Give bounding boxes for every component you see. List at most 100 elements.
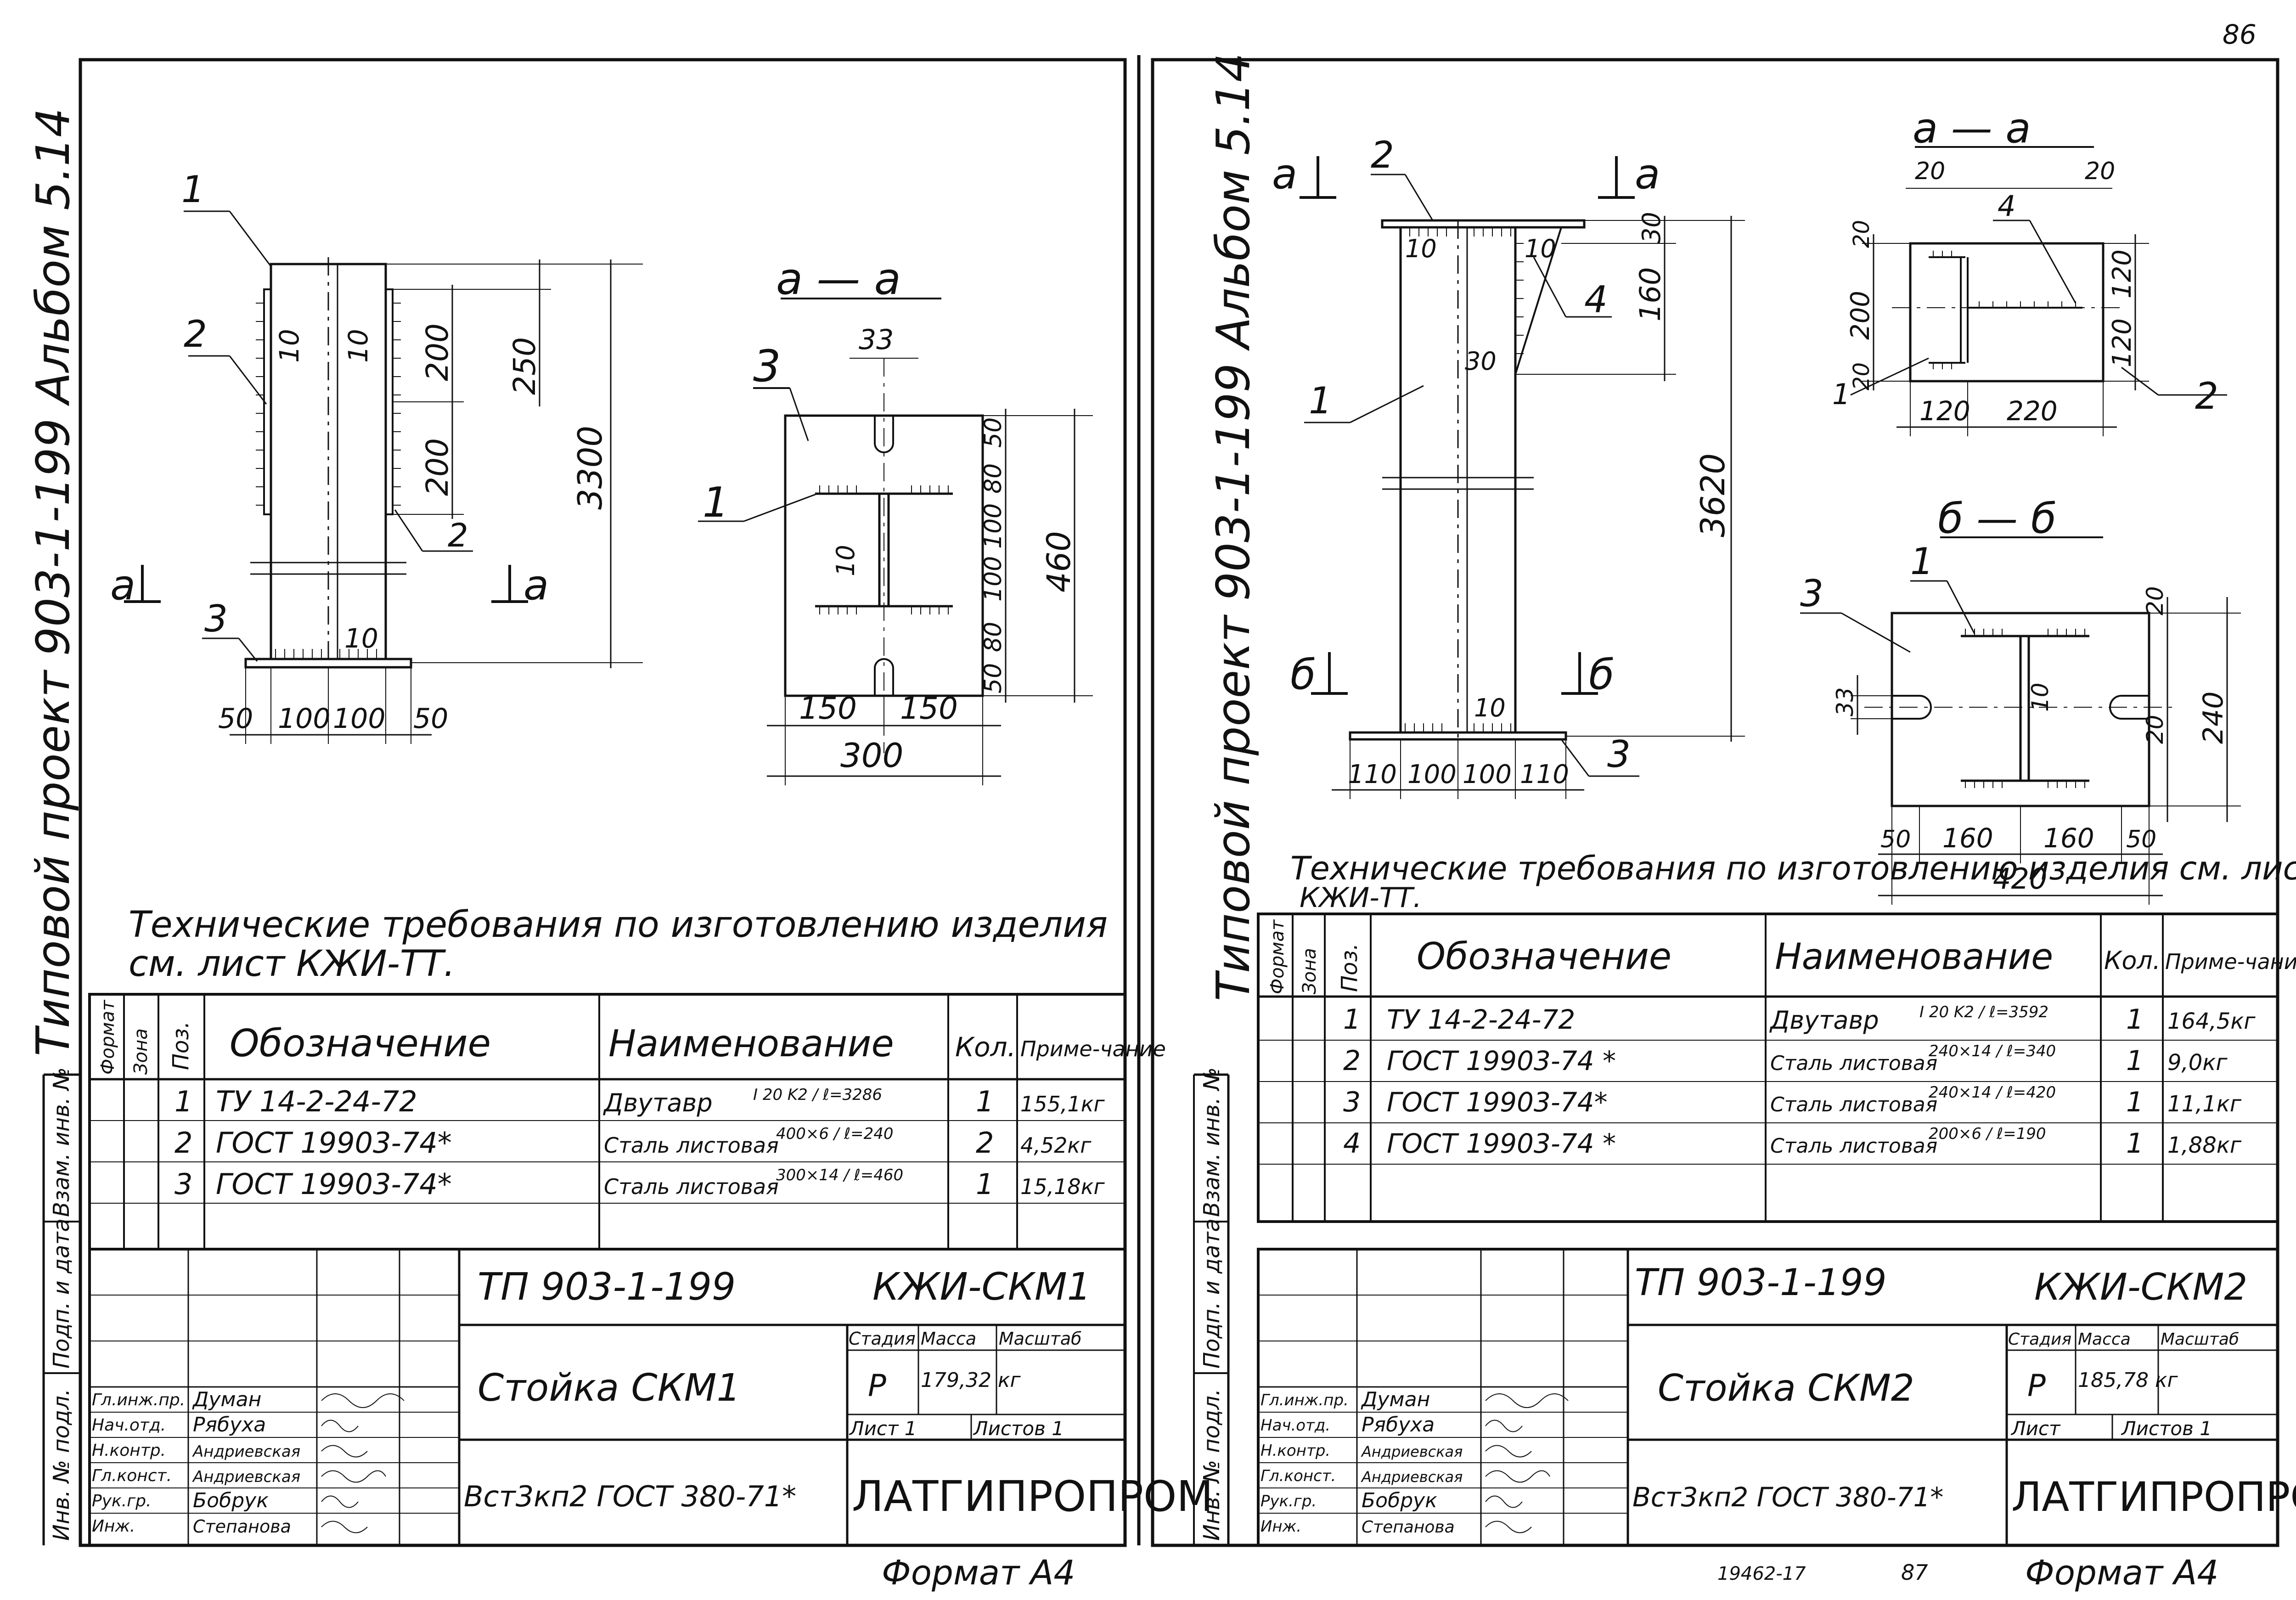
left-name-1: Думан	[192, 1388, 261, 1411]
right-dim-bb420: 420	[1993, 862, 2047, 896]
right-th-qty: Кол.	[2104, 946, 2161, 975]
right-row1-designation: ТУ 14-2-24-72	[1387, 1004, 1575, 1035]
right-dim-ar120a: 120	[2107, 249, 2137, 299]
right-row3-note: 11,1кг	[2167, 1091, 2242, 1117]
left-th-name: Наименование	[608, 1022, 894, 1065]
left-th-format: Формат	[97, 999, 118, 1075]
bottom-note: 19462-17	[1717, 1563, 1806, 1584]
left-dim-s80b: 80	[979, 622, 1007, 652]
right-th-zone: Зона	[1299, 948, 1320, 994]
right-section-a-title: а — а	[1913, 104, 2031, 152]
left-frame	[79, 58, 1127, 1547]
right-title-block: Гл.инж.пр. Нач.отд. Н.контр. Гл.конст. Р…	[1257, 1248, 2296, 1547]
left-stage: Р	[868, 1368, 886, 1403]
left-stamp-replace: Взам. инв. №	[49, 1067, 74, 1217]
right-material: Вст3кп2 ГОСТ 380-71*	[1632, 1482, 1943, 1513]
left-section-aa: а — а 10 3 1 33 50 80	[698, 254, 1093, 785]
right-section-b-callout-1: 1	[1910, 540, 1934, 583]
left-material: Вст3кп2 ГОСТ 380-71*	[464, 1480, 796, 1513]
right-dim-br20a: 20	[2142, 586, 2168, 615]
right-mass: 185,78 кг	[2078, 1369, 2178, 1392]
left-th-designation: Обозначение	[230, 1022, 491, 1065]
right-name-6: Степанова	[1362, 1518, 1455, 1537]
right-role-6: Инж.	[1261, 1517, 1301, 1536]
left-row1-note: 155,1кг	[1020, 1092, 1105, 1116]
right-dim-br240: 240	[2197, 691, 2229, 744]
right-name-3: Андриевская	[1361, 1443, 1463, 1460]
right-section-bb: б — б 10 1 3 33 20 240	[1800, 495, 2241, 905]
right-name-4: Андриевская	[1361, 1468, 1463, 1486]
right-row1-name-note: I 20 K2 / ℓ=3592	[1919, 1003, 2048, 1021]
left-row3-designation: ГОСТ 19903-74*	[216, 1167, 452, 1201]
right-row4-note: 1,88кг	[2167, 1132, 2242, 1158]
right-section-a-callout-4: 4	[1998, 189, 2015, 223]
left-row2-note: 4,52кг	[1020, 1133, 1092, 1158]
right-tech-req-1: Технические требования по изготовлению и…	[1290, 850, 2296, 887]
left-row3-note: 15,18кг	[1020, 1174, 1105, 1199]
left-section-weld: 10	[831, 545, 860, 576]
right-row2-name-note: 240×14 / ℓ=340	[1929, 1042, 2056, 1060]
left-dim-s80a: 80	[979, 463, 1007, 494]
left-row3-name: Сталь листовая	[604, 1174, 779, 1199]
right-weld-4: 10	[1474, 693, 1506, 722]
right-dim-ar120b: 120	[2107, 318, 2137, 367]
left-role-3: Н.контр.	[92, 1441, 166, 1460]
left-row1-name: Двутавр	[603, 1088, 713, 1117]
left-tech-req-1: Технические требования по изготовлению и…	[129, 904, 1108, 946]
right-row2-qty: 1	[2126, 1045, 2144, 1077]
right-th-name: Наименование	[1775, 936, 2053, 978]
right-stamp-replace: Взам. инв. №	[1199, 1067, 1225, 1217]
right-sheet: Типовой проект 903-1-199 Альбом 5.14 Инв…	[1151, 53, 2296, 1593]
left-section-callout-3: 3	[753, 341, 781, 392]
left-dim-base-50b: 50	[413, 703, 448, 735]
right-role-3: Н.контр.	[1261, 1442, 1330, 1460]
right-dim-base-100b: 100	[1463, 760, 1512, 789]
left-row1-name-note: I 20 K2 / ℓ=3286	[753, 1086, 882, 1104]
left-stage-head: Стадия	[849, 1329, 916, 1349]
right-sheets: Листов 1	[2121, 1417, 2212, 1440]
bottom-page: 87	[1901, 1560, 1928, 1585]
right-row3-name: Сталь листовая	[1770, 1093, 1937, 1116]
left-dim-150a: 150	[799, 691, 857, 726]
right-row4-name-note: 200×6 / ℓ=190	[1929, 1125, 2046, 1143]
right-cut-b1: б	[1290, 651, 1316, 699]
right-dim-al200: 200	[1846, 291, 1875, 340]
right-row1-pos: 1	[1343, 1003, 1361, 1036]
right-org: ЛАТГИПРОПРОМ	[2011, 1473, 2296, 1521]
left-weld-3: 10	[344, 623, 378, 654]
right-dim-br20b: 20	[2142, 715, 2168, 744]
right-callout-1: 1	[1309, 379, 1332, 422]
left-callout-2: 2	[184, 313, 207, 355]
right-section-aa: а — а 4 1 2 20 20 20 200 20	[1832, 104, 2227, 436]
left-row2-designation: ГОСТ 19903-74*	[216, 1126, 452, 1160]
right-format: Формат А4	[2025, 1553, 2218, 1593]
left-dim-base-50a: 50	[218, 703, 253, 735]
right-th-pos: Поз.	[1337, 943, 1362, 992]
right-weld-3: 30	[1465, 347, 1497, 376]
right-section-a-callout-2: 2	[2195, 375, 2218, 417]
right-dim-al20a: 20	[1849, 220, 1874, 248]
right-row1-name: Двутавр	[1769, 1006, 1879, 1035]
left-dim-3300: 3300	[571, 426, 609, 510]
right-stamp-sign: Подп. и дата	[1199, 1218, 1225, 1369]
left-name-5: Бобрук	[193, 1489, 269, 1512]
right-title-name: Стойка СКМ2	[1658, 1367, 1914, 1409]
left-dim-base-100a: 100	[278, 703, 331, 735]
right-name-2: Рябуха	[1362, 1413, 1435, 1437]
right-dim-3620: 3620	[1694, 453, 1732, 537]
left-section-title: а — а	[776, 254, 901, 304]
left-dim-200b: 200	[420, 438, 455, 496]
left-title-name: Стойка СКМ1	[478, 1366, 741, 1410]
left-row1-designation: ТУ 14-2-24-72	[216, 1085, 417, 1118]
right-row3-pos: 3	[1343, 1086, 1361, 1118]
left-callout-2b: 2	[448, 517, 468, 554]
left-role-6: Инж.	[92, 1517, 135, 1536]
right-dim-160: 160	[1633, 267, 1667, 321]
left-name-4: Андриевская	[192, 1468, 300, 1486]
right-callout-3: 3	[1607, 733, 1631, 776]
left-dim-150b: 150	[900, 691, 958, 726]
right-th-note: Приме-чание	[2165, 949, 2296, 974]
right-dim-ab120: 120	[1919, 395, 1970, 427]
right-weld-1: 10	[1405, 234, 1437, 263]
